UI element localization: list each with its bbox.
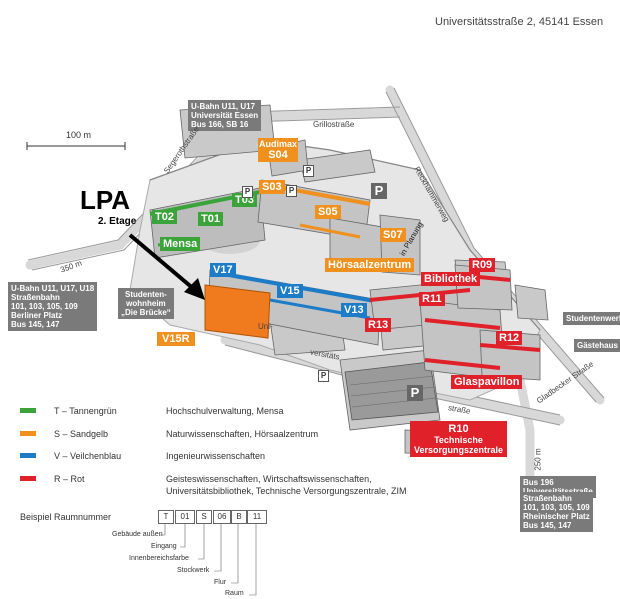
parking-icon: P	[303, 165, 314, 177]
label-gaestehaus: Gästehaus	[574, 339, 620, 352]
legend-swatch	[20, 431, 36, 436]
legend-name: R – Rot	[54, 474, 85, 484]
building-t02[interactable]: T02	[152, 210, 177, 224]
legend-color-name: Veilchenblau	[70, 451, 122, 461]
transit-top: U-Bahn U11, U17 Universität Essen Bus 16…	[188, 100, 262, 131]
label-mensa: Mensa	[160, 237, 201, 251]
audimax-label: Audimax	[259, 139, 298, 149]
legend-color-name: Tannengrün	[69, 406, 117, 416]
label-studentenwerk: Studentenwerk	[563, 312, 620, 325]
legend-swatch	[20, 408, 36, 413]
parking-icon: P	[286, 185, 297, 197]
legend-name: S – Sandgelb	[54, 429, 109, 439]
room-box-room: 11	[247, 510, 267, 524]
building-r13[interactable]: R13	[365, 318, 392, 332]
street-grillostrasse: Grillostraße	[313, 120, 355, 129]
building-t01[interactable]: T01	[198, 212, 223, 226]
building-s07[interactable]: S07	[380, 228, 406, 242]
building-s03[interactable]: S03	[259, 180, 285, 194]
building-r10[interactable]: R10 Technische Versorgungszentrale	[410, 421, 508, 457]
building-v15r[interactable]: V15R	[157, 332, 195, 346]
address: Universitätsstraße 2, 45141 Essen	[435, 16, 604, 28]
lpa-arrow	[128, 233, 205, 300]
parking-icon: P	[318, 370, 329, 382]
room-part-gebaeude: Gebäude außen	[112, 531, 163, 538]
room-part-innenbereich: Innenbereichsfarbe	[129, 555, 189, 562]
label-bibliothek: Bibliothek	[421, 272, 481, 286]
label-hoersaalzentrum: Hörsaalzentrum	[325, 258, 415, 272]
room-part-raum: Raum	[225, 590, 244, 597]
legend-code: S	[54, 429, 61, 439]
building-s05[interactable]: S05	[315, 205, 341, 219]
building-audimax[interactable]: Audimax S04	[258, 138, 298, 162]
lpa-subtitle: 2. Etage	[98, 216, 137, 227]
legend-color-name: Rot	[70, 474, 85, 484]
legend-code: V	[54, 451, 61, 461]
room-number-lines	[160, 523, 257, 596]
parking-icon: P	[407, 385, 423, 401]
legend-name: V – Veilchenblau	[54, 451, 122, 461]
legend-swatch	[20, 453, 36, 458]
room-part-stockwerk: Stockwerk	[177, 567, 210, 574]
scale-label: 100 m	[66, 130, 92, 140]
parking-garage	[344, 361, 439, 421]
label-glaspavillon: Glaspavillon	[451, 375, 523, 389]
street-uni-a: Uni-	[258, 322, 273, 331]
building-v17[interactable]: V17	[210, 263, 236, 277]
room-part-flur: Flur	[214, 579, 227, 586]
legend-code: T	[54, 406, 60, 416]
legend-swatch	[20, 476, 36, 481]
scale-bar	[26, 142, 126, 150]
transit-left: U-Bahn U11, U17, U18 Straßenbahn 101, 10…	[8, 282, 98, 331]
building-r11[interactable]: R11	[419, 292, 445, 306]
room-box-corridor: B	[231, 510, 247, 524]
legend-name: T – Tannengrün	[54, 406, 117, 416]
parking-icon: P	[242, 186, 253, 198]
transit-right-tram: Straßenbahn 101, 103, 105, 109 Rheinisch…	[520, 492, 593, 532]
building-v15[interactable]: V15	[277, 284, 303, 298]
lpa-building	[204, 284, 271, 339]
room-example-label: Beispiel Raumnummer	[20, 512, 112, 522]
legend-desc: Ingenieurwissenschaften	[166, 451, 266, 461]
room-box-entrance: 01	[175, 510, 195, 524]
room-box-floor: 06	[213, 510, 231, 524]
legend-desc: Naturwissenschaften, Hörsaalzentrum	[166, 429, 319, 439]
lpa-title: LPA	[80, 185, 131, 215]
distance-250: 250 m	[533, 448, 543, 471]
legend-desc: Geisteswissenschaften, Wirtschaftswissen…	[166, 474, 407, 496]
building-v13[interactable]: V13	[341, 303, 367, 317]
room-box-building: T	[158, 510, 174, 524]
legend-color-name: Sandgelb	[70, 429, 109, 439]
label-studentenwohnheim: Studenten- wohnheim „Die Brücke“	[118, 288, 174, 319]
building-r12[interactable]: R12	[496, 331, 523, 345]
room-part-eingang: Eingang	[151, 543, 177, 550]
legend-code: R	[54, 474, 61, 484]
legend-desc: Hochschulverwaltung, Mensa	[166, 406, 284, 416]
room-box-color: S	[196, 510, 212, 524]
r10-label: Technische Versorgungszentrale	[414, 435, 504, 455]
building-r09[interactable]: R09	[469, 258, 496, 272]
r10-code: R10	[448, 423, 469, 435]
audimax-code: S04	[268, 149, 288, 161]
parking-icon: P	[371, 183, 387, 199]
